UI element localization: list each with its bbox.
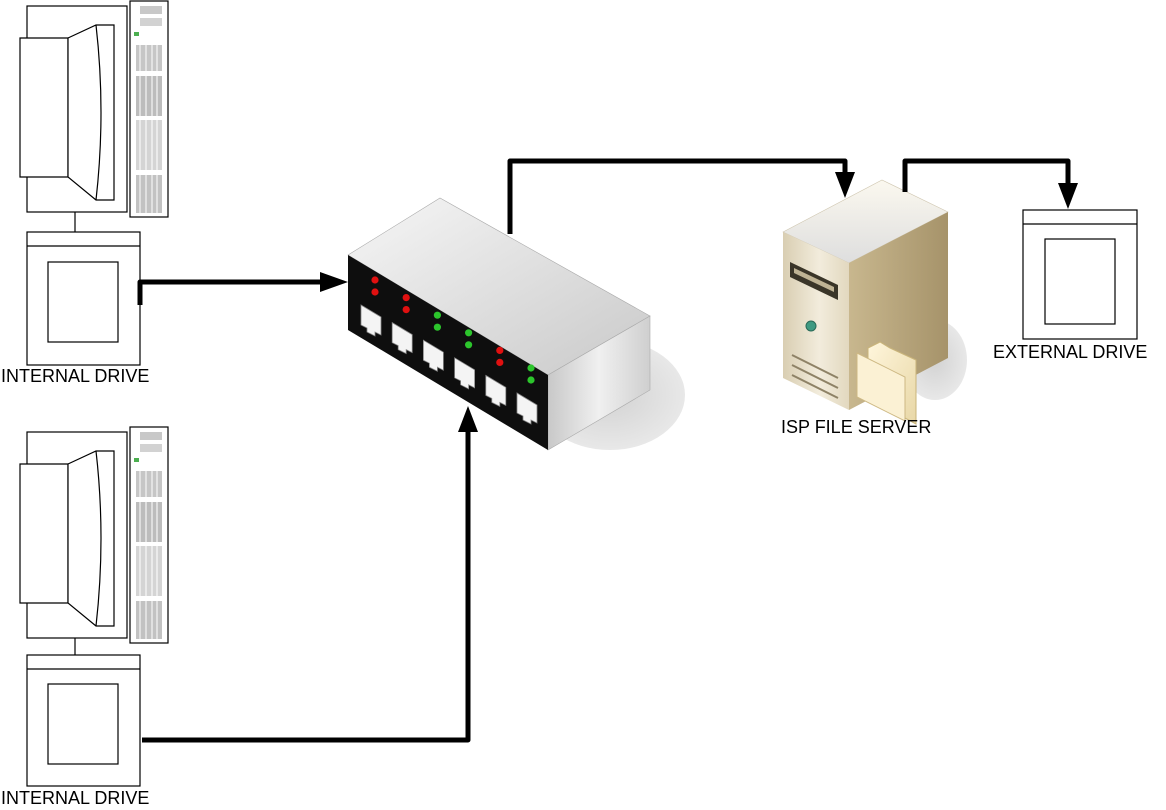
external-drive: EXTERNAL DRIVE xyxy=(993,209,1147,362)
connector-internal-drive-top-to-switch xyxy=(137,272,348,305)
switch-led-green xyxy=(433,323,441,331)
switch-port xyxy=(516,392,538,425)
hard-drive-icon xyxy=(26,654,141,787)
hard-drive-icon xyxy=(1022,209,1138,340)
switch-port xyxy=(423,339,444,372)
switch-ports xyxy=(360,276,538,425)
workstation-bottom xyxy=(19,426,169,787)
switch-led-red xyxy=(371,276,379,284)
switch-led-green xyxy=(465,341,473,349)
switch-port xyxy=(485,374,507,408)
connector-internal-drive-bottom-to-switch xyxy=(142,406,478,743)
switch-led-green xyxy=(527,364,535,372)
switch-port xyxy=(454,357,475,390)
external-drive-label: EXTERNAL DRIVE xyxy=(993,342,1147,362)
folder-icon xyxy=(856,341,917,425)
computer-icon xyxy=(19,0,169,218)
computer-icon xyxy=(19,426,169,644)
connector-switch-to-server xyxy=(507,158,855,234)
switch-led-red xyxy=(496,346,504,354)
switch-led-green xyxy=(465,329,473,337)
switch-led-green xyxy=(527,376,535,384)
internal-drive-label: INTERNAL DRIVE xyxy=(1,788,149,808)
isp-file-server-label: ISP FILE SERVER xyxy=(781,417,931,437)
switch-led-green xyxy=(433,311,441,319)
network-switch-icon xyxy=(347,197,651,451)
switch-port xyxy=(360,304,382,337)
hard-drive-icon xyxy=(26,231,141,366)
connectors xyxy=(137,158,1078,743)
internal-drive-label: INTERNAL DRIVE xyxy=(1,366,149,386)
switch-led-red xyxy=(402,306,410,314)
switch-led-red xyxy=(371,288,379,296)
connector-server-to-external-drive xyxy=(902,158,1078,209)
network-switch xyxy=(347,197,685,451)
isp-file-server: ISP FILE SERVER xyxy=(781,179,967,437)
switch-led-red xyxy=(402,294,410,302)
switch-led-red xyxy=(496,358,504,366)
workstation-top: INTERNAL DRIVE xyxy=(1,0,169,386)
switch-port xyxy=(391,321,413,355)
